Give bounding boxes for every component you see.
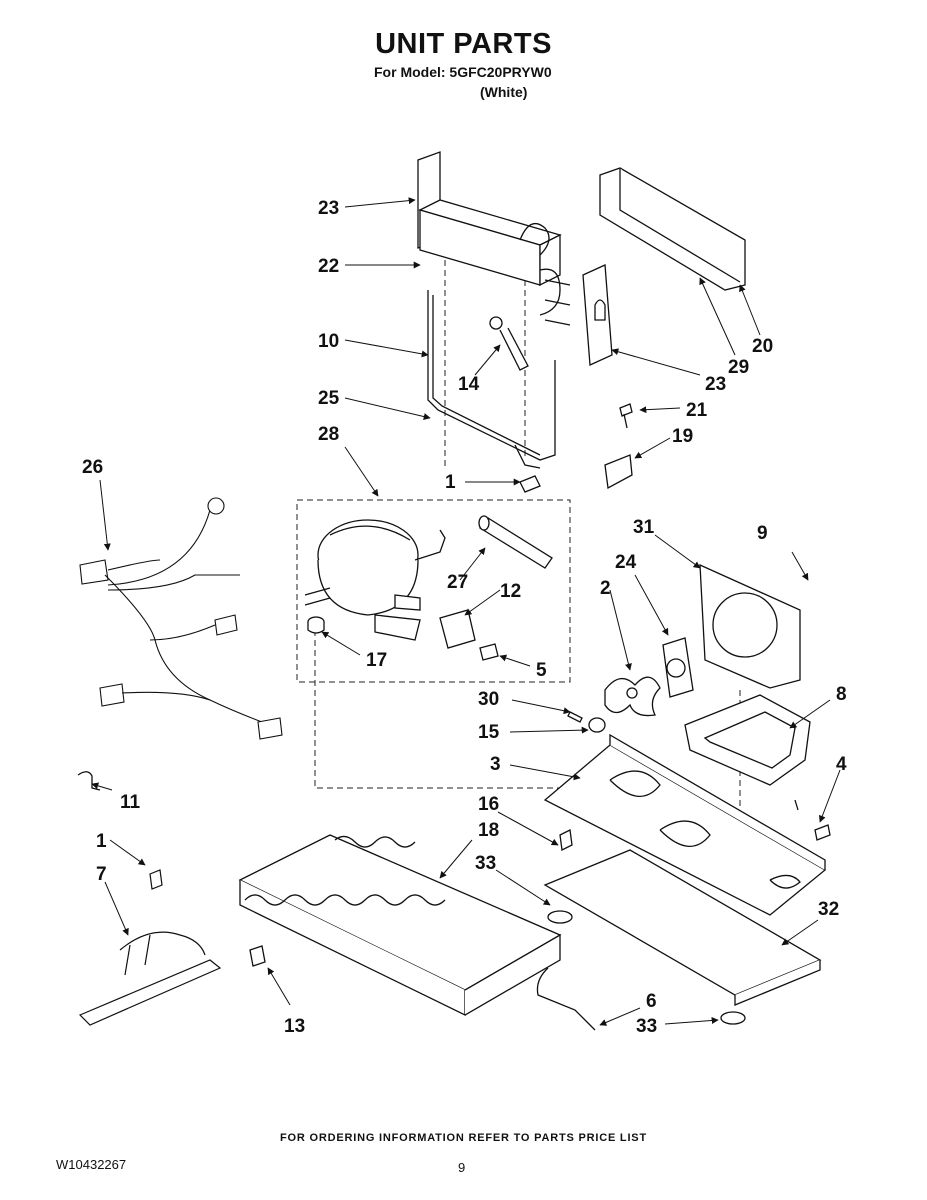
fan-bracket-part xyxy=(684,694,811,786)
callout-number: 2 xyxy=(600,578,611,599)
fan-grommet-part xyxy=(567,711,606,733)
compressor-part xyxy=(304,519,446,641)
defrost-heater-part xyxy=(427,290,556,469)
drain-pan-part xyxy=(543,849,822,1006)
evaporator-cover-part xyxy=(599,167,746,291)
callout-number: 19 xyxy=(672,426,693,447)
color-variant: (White) xyxy=(480,84,528,100)
callout-number: 5 xyxy=(536,660,547,681)
callout-number: 18 xyxy=(478,820,499,841)
callout-number: 16 xyxy=(478,794,499,815)
document-number: W10432267 xyxy=(56,1157,127,1172)
callout-number: 15 xyxy=(478,722,500,743)
callout-number: 28 xyxy=(318,424,339,445)
callout-number: 14 xyxy=(458,374,480,395)
base-screw-part xyxy=(559,799,831,851)
callout-number: 24 xyxy=(615,552,637,573)
callout-number: 26 xyxy=(82,457,103,478)
foot-part xyxy=(547,910,746,1025)
leader-lines xyxy=(91,197,841,1026)
ordering-note: FOR ORDERING INFORMATION REFER TO PARTS … xyxy=(280,1132,647,1144)
fan-shroud-part xyxy=(699,563,801,689)
callout-number: 10 xyxy=(318,331,339,352)
callout-number: 4 xyxy=(836,754,847,775)
callout-number: 33 xyxy=(475,853,496,874)
base-plate-part xyxy=(543,733,827,916)
relay-part xyxy=(439,609,499,661)
callout-number: 9 xyxy=(757,523,768,544)
callout-number: 11 xyxy=(120,792,141,813)
thermostat-part xyxy=(489,316,529,371)
callout-number: 31 xyxy=(633,517,655,538)
condenser-part xyxy=(238,834,562,1017)
tube-part xyxy=(536,967,596,1031)
callout-number: 1 xyxy=(96,831,107,852)
callout-number: 27 xyxy=(447,572,468,593)
page-number: 9 xyxy=(458,1160,466,1175)
clip-part xyxy=(604,454,633,490)
power-cord-part xyxy=(78,869,222,1026)
screw-part xyxy=(519,403,633,493)
callout-number: 6 xyxy=(646,991,657,1012)
callout-number: 17 xyxy=(366,650,387,671)
callout-number: 30 xyxy=(478,689,499,710)
wiring-harness-part xyxy=(79,497,283,740)
callout-number: 1 xyxy=(445,472,456,493)
condenser-clip-part xyxy=(249,945,266,967)
callout-number: 20 xyxy=(752,336,773,357)
page-title: UNIT PARTS xyxy=(375,28,552,60)
callout-number: 25 xyxy=(318,388,340,409)
callout-number: 21 xyxy=(686,400,708,421)
callout-number: 33 xyxy=(636,1016,657,1037)
wire-clip-part xyxy=(77,771,101,791)
fan-motor-part xyxy=(662,637,694,698)
callout-number: 7 xyxy=(96,864,107,885)
callout-number: 13 xyxy=(284,1016,305,1037)
fan-blade-part xyxy=(604,676,661,717)
evaporator-bracket-part xyxy=(582,264,613,366)
callout-number: 23 xyxy=(705,374,726,395)
callout-number: 22 xyxy=(318,256,339,277)
callout-number: 23 xyxy=(318,198,339,219)
callout-number: 32 xyxy=(818,899,839,920)
evaporator-part xyxy=(417,151,571,326)
grommet-part xyxy=(307,616,325,634)
model-number: For Model: 5GFC20PRYW0 xyxy=(374,64,552,80)
callout-number: 29 xyxy=(728,357,749,378)
callout-number: 3 xyxy=(490,754,501,775)
callout-number: 12 xyxy=(500,581,521,602)
callout-number: 8 xyxy=(836,684,847,705)
drier-part xyxy=(478,515,553,569)
